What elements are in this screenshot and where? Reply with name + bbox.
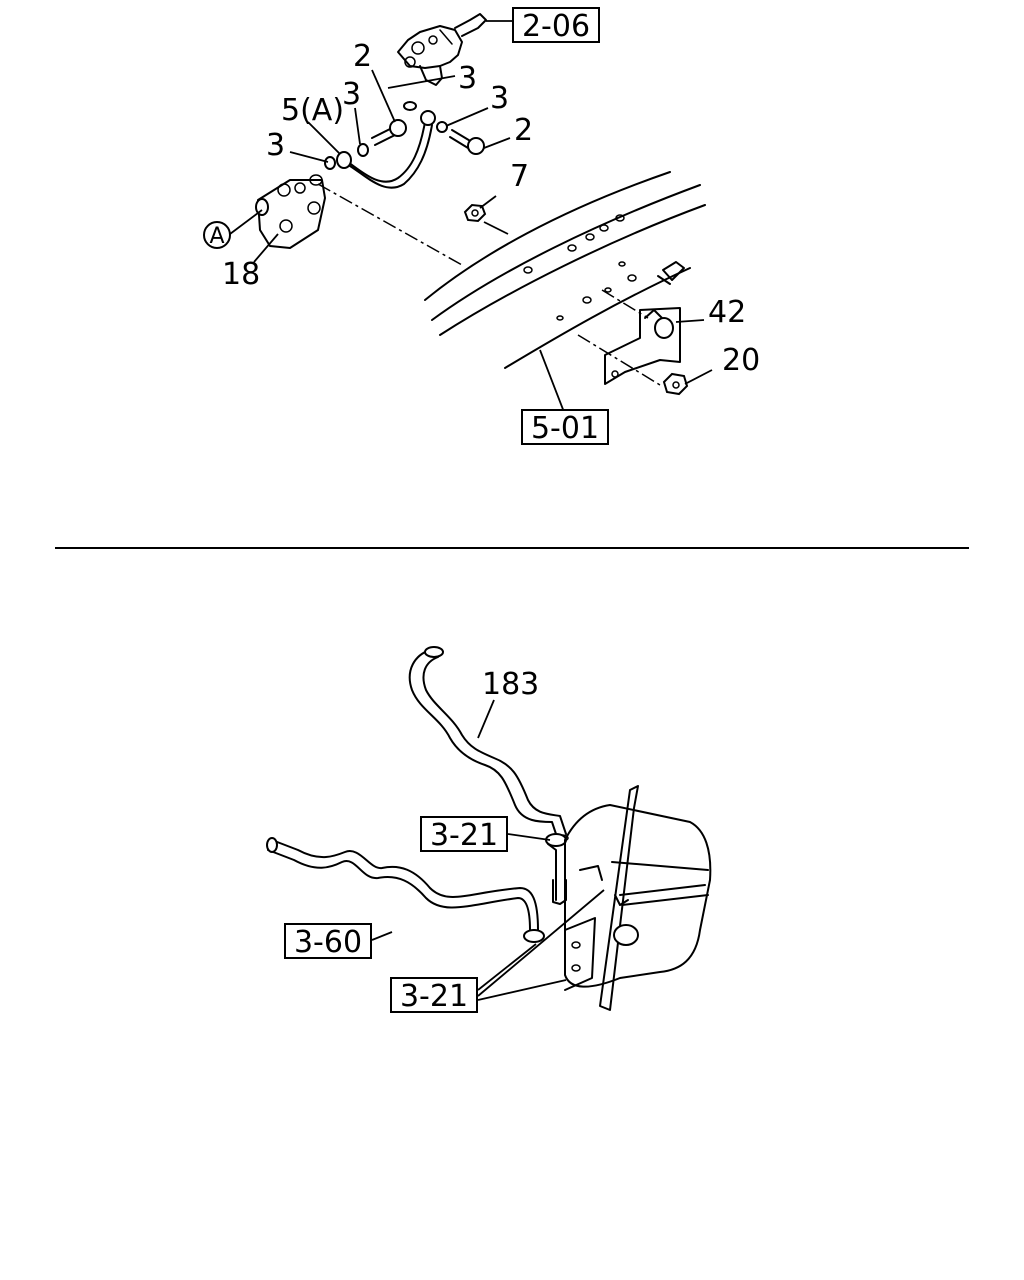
rail-fitting	[657, 261, 685, 285]
ref-box-3-21-bottom: 3-21	[390, 977, 478, 1014]
nut-7	[463, 203, 487, 223]
callout-18: 18	[222, 257, 260, 292]
callout-a-label: A	[209, 224, 224, 249]
washer-3-left	[357, 143, 369, 157]
bolt-2-upper	[371, 119, 407, 146]
lower-diagram: 183 3-21 3-60 3-21	[266, 646, 712, 1014]
callout-3-left: 3	[266, 128, 285, 163]
ref-2-06-label: 2-06	[522, 9, 590, 44]
clutch-master-cylinder	[397, 13, 513, 86]
ref-box-3-60: 3-60	[284, 923, 372, 960]
reservoir-tank	[564, 785, 712, 1011]
upper-diagram: 2 3 3 5(A) 3 3 2 7 A 18 42 20 2-06 5-01	[203, 7, 760, 446]
ref-box-5-01: 5-01	[521, 409, 609, 446]
callout-2-top: 2	[353, 39, 372, 74]
frame-rail	[424, 171, 706, 369]
ref-box-3-21-top: 3-21	[420, 816, 508, 853]
ref-3-21-top-label: 3-21	[430, 818, 498, 853]
ref-5-01-label: 5-01	[531, 411, 599, 446]
callout-3-top: 3	[458, 61, 477, 96]
callout-42: 42	[708, 295, 746, 330]
hose-183	[408, 646, 569, 842]
callout-7: 7	[510, 159, 529, 194]
clutch-pipe	[336, 110, 436, 189]
nut-20	[662, 372, 689, 396]
callout-5a: 5(A)	[281, 93, 344, 128]
clutch-booster	[255, 174, 326, 249]
callout-3-mid: 3	[342, 77, 361, 112]
hose-3-60	[266, 837, 545, 943]
ref-3-21-bottom-label: 3-21	[400, 979, 468, 1014]
callout-a-circle: A	[203, 221, 231, 249]
callout-3-right: 3	[490, 81, 509, 116]
callout-183: 183	[482, 667, 539, 702]
washer-3-upper	[403, 101, 417, 111]
callout-2-right: 2	[514, 113, 533, 148]
washer-3-right	[436, 121, 448, 133]
bracket-42	[604, 307, 681, 385]
washer-3-pipe	[324, 156, 336, 170]
ref-3-60-label: 3-60	[294, 925, 362, 960]
callout-20: 20	[722, 343, 760, 378]
ref-box-2-06: 2-06	[512, 7, 600, 44]
bolt-2-right	[449, 129, 485, 155]
clamp-top	[545, 833, 567, 905]
